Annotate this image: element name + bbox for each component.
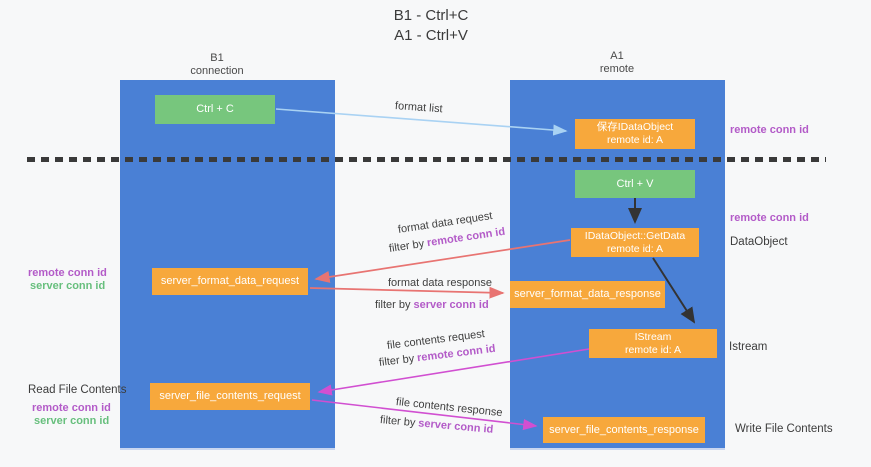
right-column-header-line2: remote [599,63,635,75]
node-ctrl-c: Ctrl + C [155,95,275,124]
filter-by-text: filter by [378,352,415,369]
node-server-file-contents-response-label: server_file_contents_response [549,423,699,436]
node-ctrl-c-label: Ctrl + C [196,103,234,115]
node-server-format-data-response: server_format_data_response [510,281,665,308]
right-label-dataobject: DataObject [730,236,788,248]
right-label-remote-conn-id-mid: remote conn id [730,212,809,224]
node-istream-line2: remote id: A [624,343,682,356]
edge-label-format-list: format list [394,100,443,116]
node-ctrl-v-label: Ctrl + V [616,177,654,190]
node-save-idataobject-line2: remote id: A [606,134,663,146]
right-label-write-file-contents: Write File Contents [735,423,833,435]
node-istream-line1: IStream [634,330,672,343]
left-label-server-conn-id-bottom: server conn id [34,415,110,427]
right-label-istream: Istream [729,341,768,353]
left-column-header: B1 connection [167,52,267,78]
filter-by-text: filter by [375,299,411,311]
right-column-header-line1: A1 [610,50,624,62]
left-column-header-line1: B1 [210,52,224,64]
node-idataobject-getdata-line2: remote id: A [606,242,663,255]
left-label-remote-conn-id-top: remote conn id [28,267,107,279]
node-idataobject-getdata-line1: IDataObject::GetData [584,229,686,242]
phase-divider-dashed-line [27,157,826,162]
left-label-remote-conn-id-bottom: remote conn id [32,402,111,414]
left-label-server-conn-id-top: server conn id [30,280,106,292]
node-server-file-contents-response: server_file_contents_response [543,417,705,443]
left-label-read-file-contents: Read File Contents [28,384,127,396]
server-conn-id-text: server conn id [413,299,489,311]
diagram-title: B1 - Ctrl+C A1 - Ctrl+V [331,6,531,46]
diagram-title-line2: A1 - Ctrl+V [394,27,468,44]
node-server-format-data-request-label: server_format_data_request [160,275,300,287]
filter-by-text: filter by [379,414,416,430]
right-column-header: A1 remote [567,50,667,76]
edge-label-format-data-response: format data response [388,277,492,289]
node-server-format-data-response-label: server_format_data_response [514,288,661,300]
node-server-format-data-request: server_format_data_request [152,268,308,295]
diagram-title-line1: B1 - Ctrl+C [393,7,469,24]
node-server-file-contents-request: server_file_contents_request [150,383,310,410]
right-label-remote-conn-id-top: remote conn id [730,124,809,136]
left-column-header-line2: connection [190,65,244,77]
server-conn-id-text: server conn id [417,417,494,436]
node-ctrl-v: Ctrl + V [575,170,695,198]
node-save-idataobject: 保存IDataObject remote id: A [575,119,695,149]
edge-label-file-contents-response: file contents response [395,396,504,420]
node-idataobject-getdata: IDataObject::GetData remote id: A [571,228,699,257]
node-save-idataobject-line1: 保存IDataObject [596,121,674,133]
node-istream: IStream remote id: A [589,329,717,358]
filter-by-text: filter by [388,237,425,255]
node-server-file-contents-request-label: server_file_contents_request [159,390,301,402]
